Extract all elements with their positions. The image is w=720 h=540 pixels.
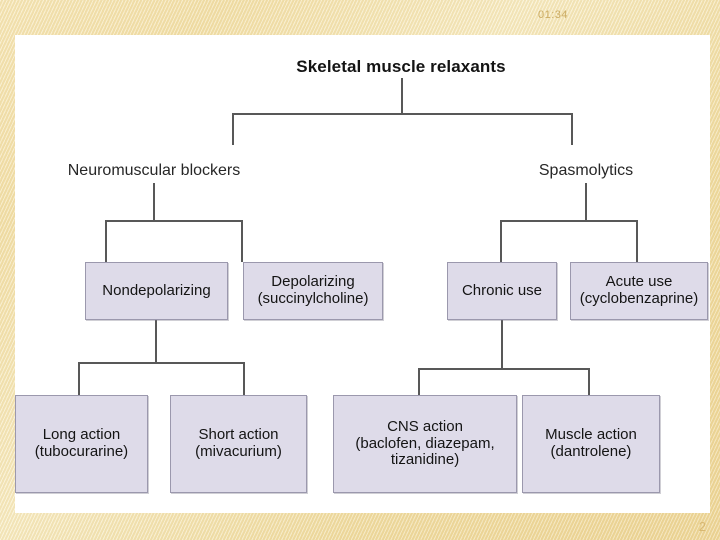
connector-root-bar — [232, 113, 573, 115]
connector-chronic-bar — [418, 368, 590, 370]
connector-nondep-to-long — [78, 362, 80, 395]
connector-nmb-bar — [105, 220, 243, 222]
connector-spas-stem — [585, 183, 587, 220]
connector-spas-bar — [500, 220, 638, 222]
connector-nmb-stem — [153, 183, 155, 220]
node-short-action[interactable]: Short action (mivacurium) — [170, 395, 307, 493]
timestamp: 01:34 — [537, 9, 568, 21]
connector-root-to-spas — [571, 113, 573, 145]
node-muscle-action[interactable]: Muscle action (dantrolene) — [522, 395, 660, 493]
node-chronic-use[interactable]: Chronic use — [447, 262, 557, 320]
page-number: 2 — [698, 519, 706, 534]
connector-root-stem — [401, 78, 403, 113]
connector-nmb-to-dep — [241, 220, 243, 262]
connector-nondep-stem — [155, 320, 157, 362]
node-long-action[interactable]: Long action (tubocurarine) — [15, 395, 148, 493]
node-spasmolytics[interactable]: Spasmolytics — [538, 162, 634, 180]
connector-root-to-nmb — [232, 113, 234, 145]
connector-nmb-to-nondep — [105, 220, 107, 262]
node-depolarizing[interactable]: Depolarizing (succinylcholine) — [243, 262, 383, 320]
connector-chronic-stem — [501, 320, 503, 368]
node-skeletal-muscle-relaxants[interactable]: Skeletal muscle relaxants — [296, 57, 506, 77]
node-nondepolarizing[interactable]: Nondepolarizing — [85, 262, 228, 320]
connector-spas-to-acute — [636, 220, 638, 262]
connector-nondep-to-short — [243, 362, 245, 395]
connector-nondep-bar — [78, 362, 245, 364]
node-cns-action[interactable]: CNS action (baclofen, diazepam, tizanidi… — [333, 395, 517, 493]
connector-chronic-to-muscle — [588, 368, 590, 395]
node-neuromuscular-blockers[interactable]: Neuromuscular blockers — [67, 162, 241, 180]
diagram-canvas: Skeletal muscle relaxants Neuromuscular … — [15, 35, 710, 513]
connector-chronic-to-cns — [418, 368, 420, 395]
connector-spas-to-chronic — [500, 220, 502, 262]
node-acute-use[interactable]: Acute use (cyclobenzaprine) — [570, 262, 708, 320]
